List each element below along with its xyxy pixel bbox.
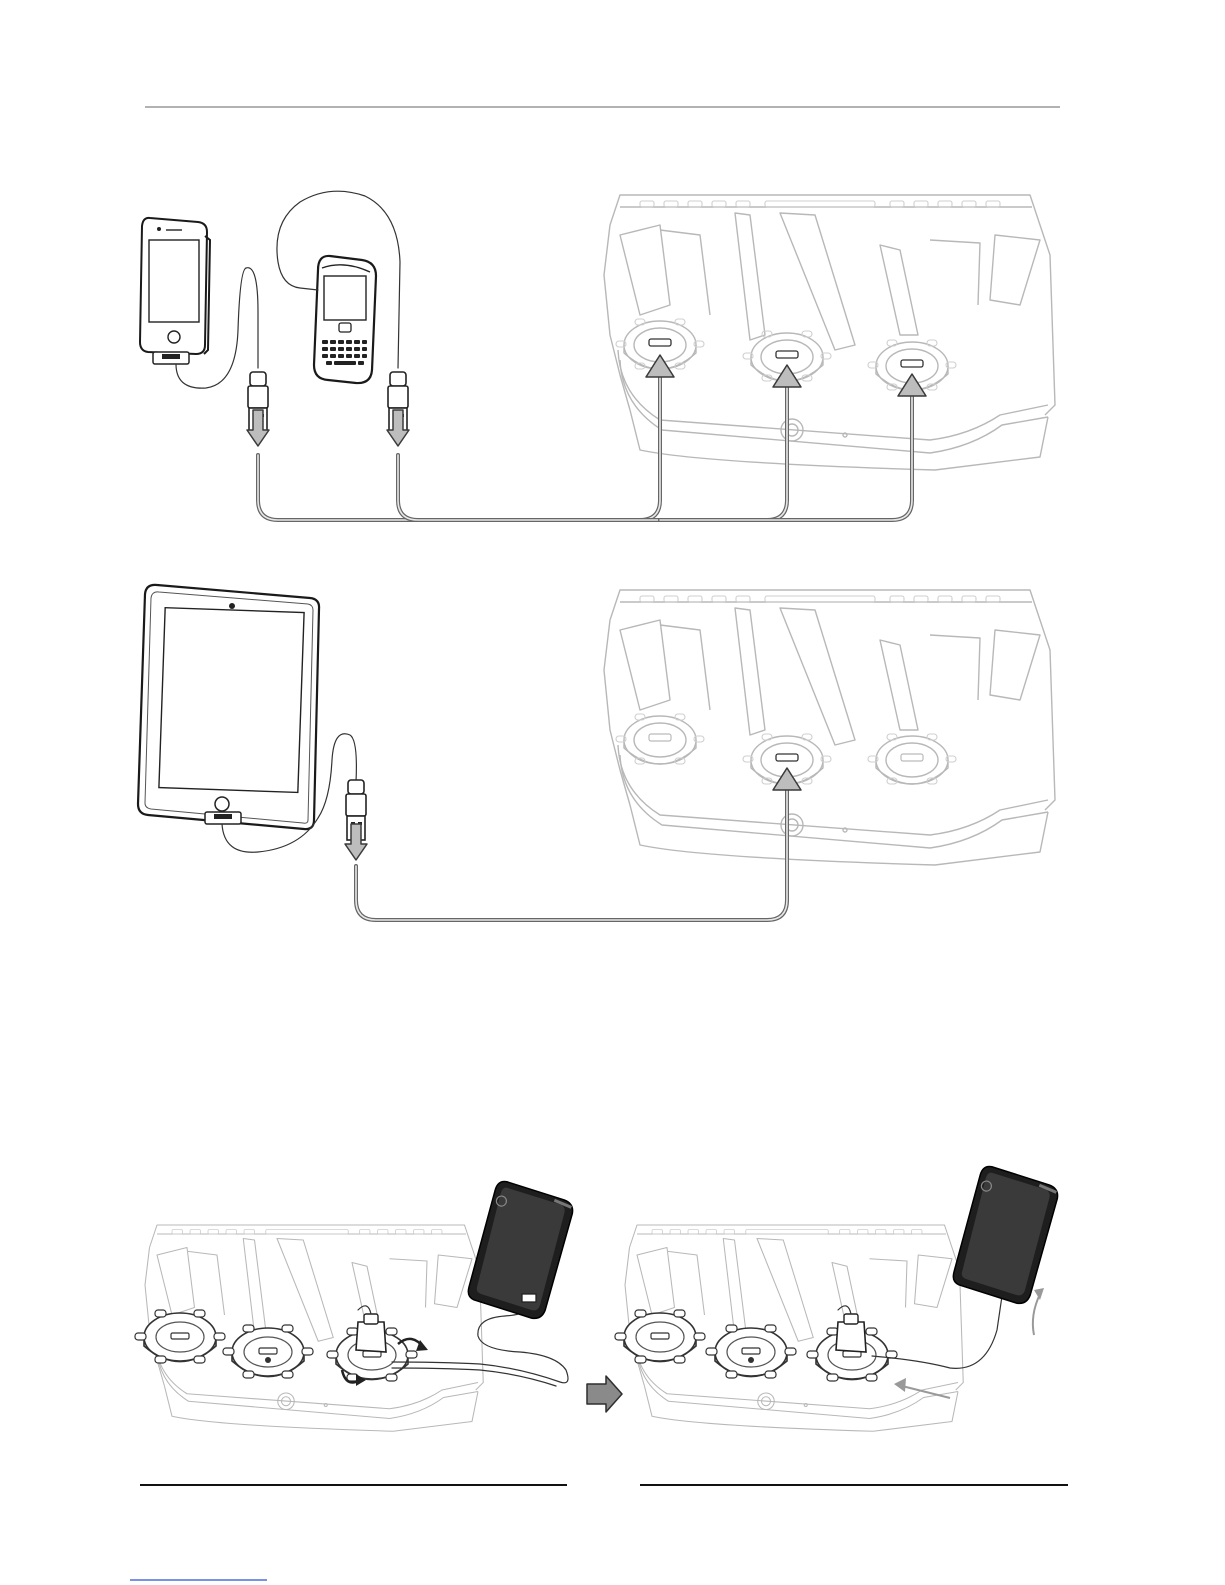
tablet-icon [138,585,319,829]
smartphone-icon [314,256,376,383]
phone-icon [950,1163,1060,1306]
figure-phones-to-cradle [140,191,1055,520]
next-step-arrow [587,1376,622,1412]
figure-cable-routing-step-1 [135,1178,576,1431]
figure-cable-routing-step-2 [615,1163,1061,1431]
routing-cables [258,375,912,520]
phone-icon [465,1178,575,1321]
phone-icon [140,218,210,364]
figure-tablet-to-cradle [138,585,1055,920]
